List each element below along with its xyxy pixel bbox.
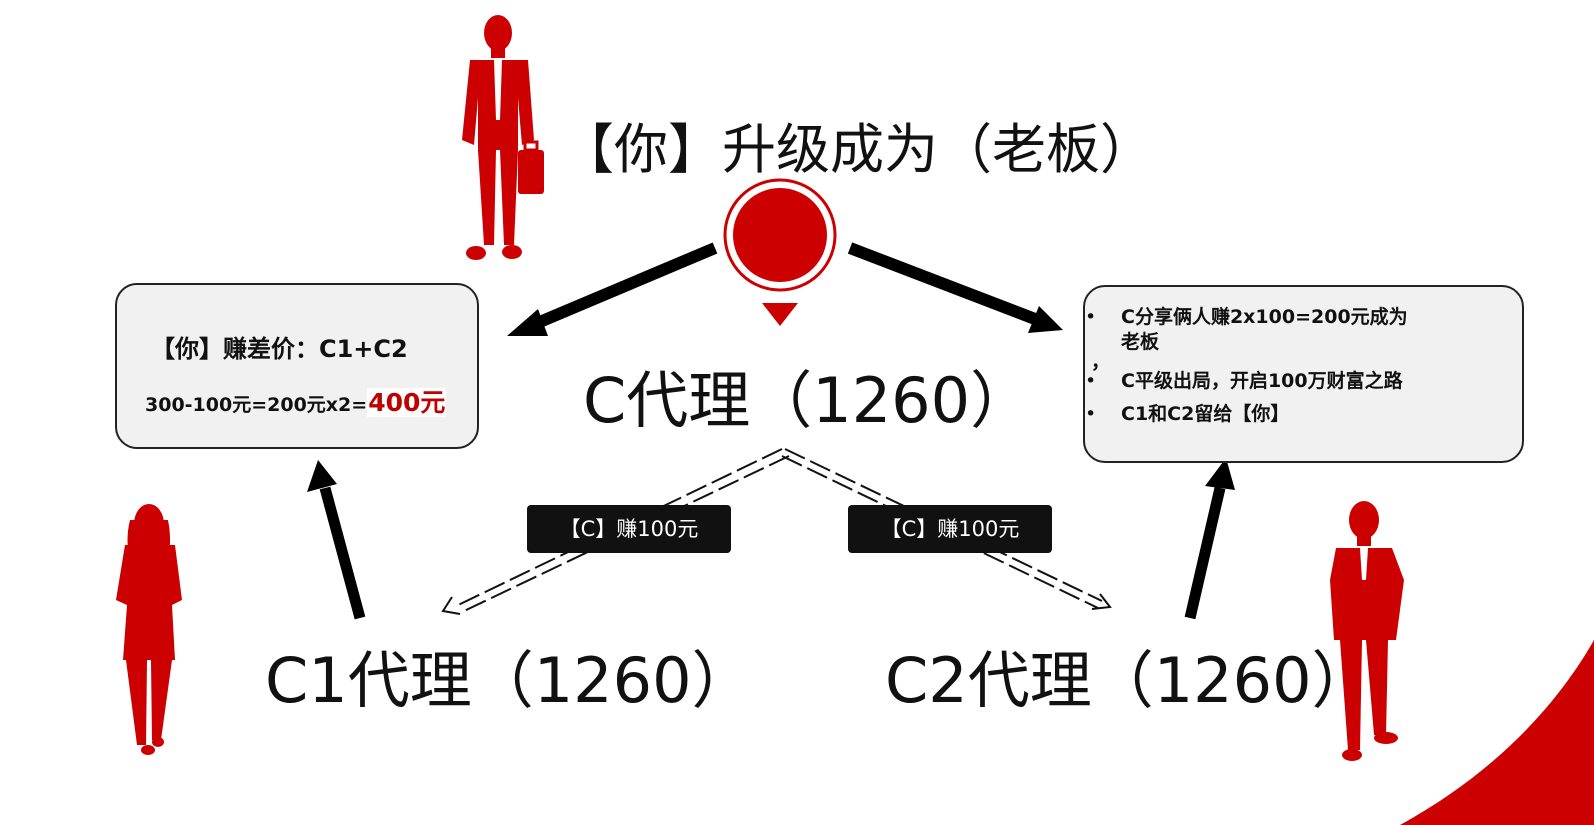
earnings-calculation-prefix: 300-100元=200元x2= xyxy=(145,394,368,416)
dashed-arrow-head-c1 xyxy=(441,596,461,615)
earning-tag-left: 【C】赚100元 xyxy=(527,505,731,553)
promotion-item-3: C1和C2留给【你】 xyxy=(1121,403,1290,425)
list-item: • C1和C2留给【你】 xyxy=(1085,402,1421,427)
businessman-with-briefcase-silhouette xyxy=(462,15,544,260)
earnings-box: 【你】赚差价：C1+C2 300-100元=200元x2=400元 xyxy=(115,283,479,449)
node-c2-agent: C2代理（1260） xyxy=(885,644,1374,717)
list-separator: ， xyxy=(1091,351,1111,373)
arrow-to-left-box xyxy=(507,242,718,336)
corner-swoosh xyxy=(1400,640,1594,825)
earnings-calculation: 300-100元=200元x2=400元 xyxy=(145,383,447,419)
location-pin-icon xyxy=(723,178,837,326)
earning-tag-right: 【C】赚100元 xyxy=(848,505,1052,553)
earnings-formula-title: 【你】赚差价：C1+C2 xyxy=(151,335,408,363)
dashed-arrow-head-c2 xyxy=(1091,593,1112,610)
arrow-to-right-box xyxy=(847,242,1063,333)
promotion-item-1: C分享俩人赚2x100=200元成为老板 xyxy=(1121,306,1408,353)
promotion-item-2: C平级出局，开启100万财富之路 xyxy=(1121,370,1403,392)
arrow-c1-to-left-box xyxy=(307,460,366,620)
promotion-list: • C分享俩人赚2x100=200元成为老板 ， • C平级出局，开启100万财… xyxy=(1085,305,1515,427)
bullet-icon: • xyxy=(1085,306,1097,328)
list-item: • C分享俩人赚2x100=200元成为老板 xyxy=(1085,305,1421,355)
arrow-c2-to-right-box xyxy=(1184,458,1235,620)
bullet-icon: • xyxy=(1085,370,1097,392)
list-item: • C平级出局，开启100万财富之路 xyxy=(1085,369,1421,394)
node-c1-agent: C1代理（1260） xyxy=(265,644,754,717)
diagram-title: 【你】升级成为（老板） xyxy=(560,118,1154,181)
businesswoman-silhouette xyxy=(116,504,182,755)
promotion-box: • C分享俩人赚2x100=200元成为老板 ， • C平级出局，开启100万财… xyxy=(1083,285,1524,463)
businessman-arms-crossed-silhouette xyxy=(1330,501,1404,761)
bullet-icon: • xyxy=(1085,403,1097,425)
earnings-total: 400元 xyxy=(367,388,447,417)
node-c-agent: C代理（1260） xyxy=(583,364,1033,437)
